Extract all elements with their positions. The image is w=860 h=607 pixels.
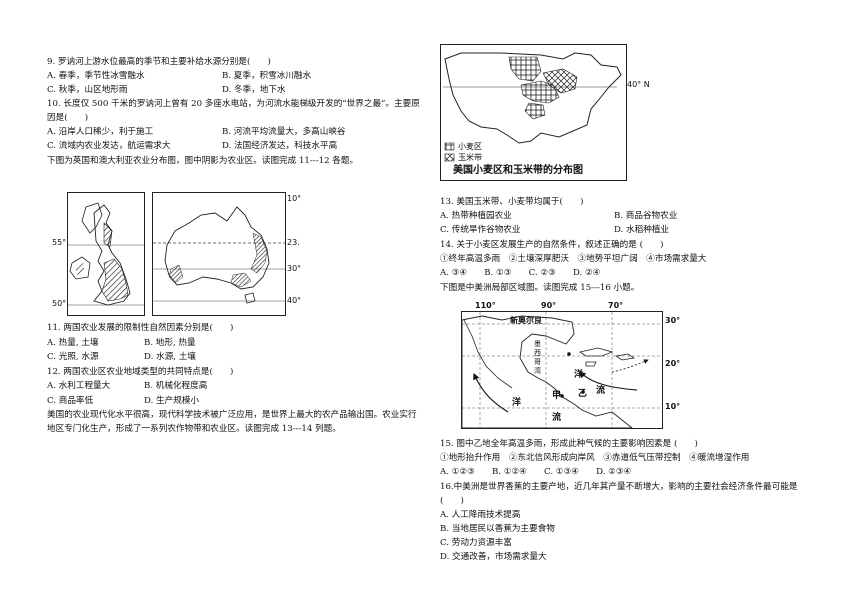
au-lat-30: 30° bbox=[287, 264, 302, 273]
q16-option-c[interactable]: C. 劳动力资源丰富 bbox=[440, 538, 512, 548]
q10-option-c[interactable]: C. 流域内农业发达，航运需求大 bbox=[47, 141, 171, 151]
intro-central-america: 下图是中美洲局部区域图。读图完成 15---16 小题。 bbox=[440, 283, 640, 293]
q11-option-b[interactable]: B. 地形, 热量 bbox=[144, 338, 196, 348]
q10-stem-cont: 因是( ) bbox=[47, 113, 89, 123]
au-lat-23: 23. bbox=[287, 238, 300, 247]
legend-wheat-label: 小麦区 bbox=[458, 142, 482, 151]
q11-option-a[interactable]: A. 热量, 土壤 bbox=[47, 338, 99, 348]
q9-option-d[interactable]: D. 冬季，地下水 bbox=[222, 85, 286, 95]
q16-option-a[interactable]: A. 人工降雨技术提高 bbox=[440, 510, 521, 520]
lon-110: 110° bbox=[475, 301, 496, 310]
q11-stem: 11. 两国农业发展的限制性自然因素分别是( ) bbox=[47, 323, 234, 333]
label-gulf-mexico: 墨西哥湾 bbox=[534, 340, 541, 375]
q11-option-c[interactable]: C. 光照, 水源 bbox=[47, 352, 99, 362]
q12-option-d[interactable]: D. 生产规模小 bbox=[144, 396, 200, 406]
label-liu-1: 流 bbox=[596, 386, 606, 396]
uk-lat-50: 50° bbox=[52, 299, 67, 308]
q9-option-c[interactable]: C. 秋季，山区地形雨 bbox=[47, 85, 128, 95]
intro-usa-2: 地区专门化生产，形成了一系列农作物带和农业区。读图完成 13---14 列题。 bbox=[47, 424, 341, 434]
q13-option-c[interactable]: C. 传统旱作谷物农业 bbox=[440, 225, 521, 235]
usa-map: 小麦区 玉米带 bbox=[440, 44, 627, 181]
intro-usa-1: 美国的农业现代化水平很高，现代科学技术被广泛应用，是世界上最大的农产品输出国。农… bbox=[47, 410, 417, 420]
q13-option-d[interactable]: D. 水稻种植业 bbox=[614, 225, 670, 235]
au-lat-40: 40° bbox=[287, 296, 302, 305]
label-jia: 甲 bbox=[552, 391, 562, 401]
q9-option-a[interactable]: A. 春季，季节性冰雪融水 bbox=[47, 71, 145, 81]
australia-map bbox=[152, 192, 286, 316]
central-america-figure bbox=[462, 312, 662, 428]
ca-lat-30: 30° bbox=[665, 316, 681, 325]
uk-lat-55: 55° bbox=[52, 238, 67, 247]
q16-option-b[interactable]: B. 当地居民以香蕉为主要食物 bbox=[440, 524, 555, 534]
lon-70: 70° bbox=[608, 301, 624, 310]
q10-option-d[interactable]: D. 法国经济发达，科技水平高 bbox=[222, 141, 338, 151]
q15-items: ①地形抬升作用 ②东北信风形成向岸风 ③赤道低气压带控制 ④暖流增湿作用 bbox=[440, 453, 750, 463]
central-america-map: 新奥尔良 墨西哥湾 洋 流 洋 甲 乙 流 bbox=[461, 311, 663, 429]
uk-map-figure bbox=[68, 202, 144, 306]
ca-lat-10: 10° bbox=[665, 402, 681, 411]
q16-option-d[interactable]: D. 交通改善，市场需求量大 bbox=[440, 552, 547, 562]
label-yang-2: 洋 bbox=[512, 398, 522, 408]
ca-lat-20: 20° bbox=[665, 359, 681, 368]
q11-option-d[interactable]: D. 水源, 土壤 bbox=[144, 352, 196, 362]
q13-option-b[interactable]: B. 商品谷物农业 bbox=[614, 211, 678, 221]
q15-stem: 15. 图中乙地全年高温多雨，形成此种气候的主要影响因素是 ( ) bbox=[440, 439, 698, 449]
q10-option-b[interactable]: B. 河流平均流量大，多高山峡谷 bbox=[222, 127, 346, 137]
q12-option-b[interactable]: B. 机械化程度高 bbox=[144, 381, 208, 391]
label-yang-1: 洋 bbox=[574, 370, 584, 380]
q10-stem: 10. 长度仅 500 千米的罗讷河上曾有 20 多座水电站，为河流水能梯级开发… bbox=[47, 99, 420, 109]
q14-stem: 14. 关于小麦区发展生产的自然条件，叙述正确的是 ( ) bbox=[440, 240, 664, 250]
q14-options[interactable]: A. ③④ B. ①③ C. ②③ D. ②④ bbox=[440, 268, 601, 278]
q14-items: ①终年高温多雨 ②土壤深厚肥沃 ③地势平坦广阔 ④市场需求量大 bbox=[440, 254, 707, 264]
q9-option-b[interactable]: B. 夏季，积雪冰川融水 bbox=[222, 71, 312, 81]
q13-stem: 13. 美国玉米带、小麦带均属于( ) bbox=[440, 197, 584, 207]
usa-map-figure bbox=[443, 52, 622, 162]
label-new-orleans: 新奥尔良 bbox=[510, 316, 542, 325]
legend-corn-swatch bbox=[444, 153, 455, 162]
q15-options[interactable]: A. ①②③ B. ①②④ C. ①③④ D. ②③④ bbox=[440, 467, 632, 477]
label-liu-2: 流 bbox=[552, 413, 562, 423]
q13-option-a[interactable]: A. 热带种植园农业 bbox=[440, 211, 512, 221]
legend-corn-label: 玉米带 bbox=[458, 153, 482, 162]
australia-map-figure bbox=[153, 206, 285, 304]
usa-lat-40: 40° N bbox=[627, 80, 650, 89]
q12-option-a[interactable]: A. 水利工程量大 bbox=[47, 381, 111, 391]
uk-map bbox=[67, 192, 145, 316]
q12-option-c[interactable]: C. 商品率低 bbox=[47, 396, 94, 406]
q12-stem: 12. 两国农业区农业地域类型的共同特点是( ) bbox=[47, 367, 234, 377]
q10-option-a[interactable]: A. 沿岸人口稀少，利于施工 bbox=[47, 127, 154, 137]
q9-stem: 9. 罗讷河上游水位最高的季节和主要补给水源分别是( ) bbox=[47, 57, 271, 67]
au-lat-10: 10° bbox=[287, 194, 302, 203]
legend-wheat-swatch bbox=[444, 142, 455, 151]
intro-uk-australia: 下图为英国和澳大利亚农业分布图，图中阴影为农业区。读图完成 11---12 各题… bbox=[47, 156, 359, 166]
usa-map-caption: 美国小麦区和玉米带的分布图 bbox=[453, 165, 583, 176]
q16-stem-cont: ( ) bbox=[440, 496, 464, 506]
q16-stem: 16.中美洲是世界香蕉的主要产地，近几年其产量不断增大，影响的主要社会经济条件最… bbox=[440, 482, 798, 492]
lon-90: 90° bbox=[541, 301, 557, 310]
label-yi: 乙 bbox=[578, 389, 588, 399]
